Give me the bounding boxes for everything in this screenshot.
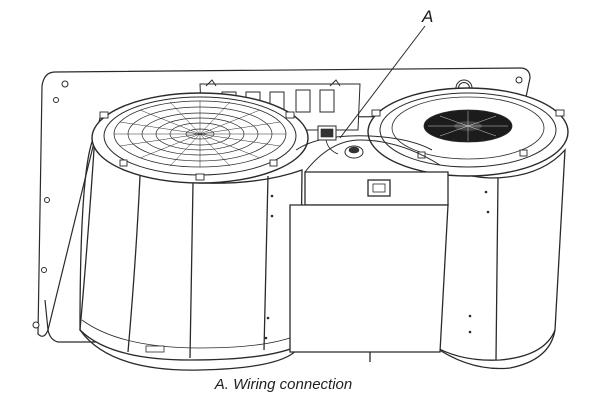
junction-box xyxy=(289,135,449,362)
bottom-tab xyxy=(145,345,165,353)
caption-key: A. xyxy=(214,376,229,393)
callout-leader-line xyxy=(339,25,426,139)
housing-details xyxy=(264,190,490,340)
callout-letter-a: A xyxy=(421,7,433,26)
left-fan xyxy=(91,92,309,184)
right-blower-housing xyxy=(429,148,566,370)
right-fan xyxy=(367,87,569,177)
figure-caption: A. Wiring connection xyxy=(0,376,567,393)
left-blower-housing xyxy=(79,132,303,371)
wiring-connection xyxy=(317,125,364,159)
caption-text: Wiring connection xyxy=(233,376,353,393)
